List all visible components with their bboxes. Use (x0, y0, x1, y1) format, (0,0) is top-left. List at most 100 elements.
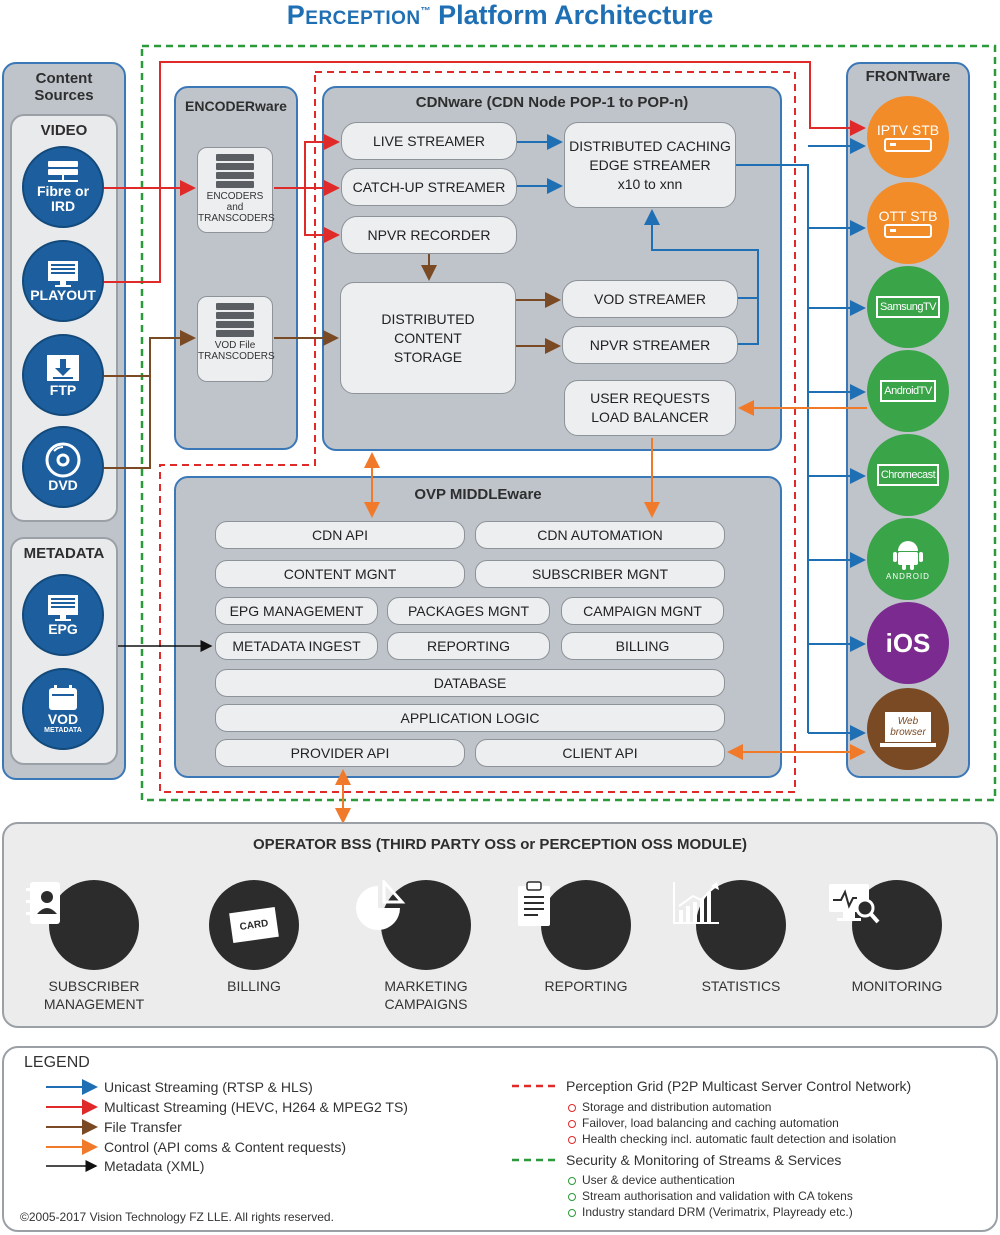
monitor-search-icon (829, 880, 942, 970)
android-icon (893, 540, 923, 570)
epg-source[interactable]: EPG (22, 574, 104, 656)
dvd-source[interactable]: DVD (22, 426, 104, 508)
user-requests-load-balancer[interactable]: USER REQUESTS LOAD BALANCER (564, 380, 736, 436)
legend-multicast: Multicast Streaming (HEVC, H264 & MPEG2 … (104, 1099, 408, 1115)
frontware-title: FRONTware (865, 68, 951, 85)
legend-grid-item: Health checking incl. automatic fault de… (568, 1132, 896, 1146)
subscriber-mgnt[interactable]: SUBSCRIBER MGNT (475, 560, 725, 588)
tv-icon: Chromecast (876, 464, 940, 486)
tv-icon: SamsungTV (875, 296, 941, 318)
provider-api[interactable]: PROVIDER API (215, 739, 465, 767)
bss-title: OPERATOR BSS (THIRD PARTY OSS or PERCEPT… (253, 836, 747, 853)
bss-statistics[interactable]: STATISTICS (671, 880, 811, 995)
application-logic[interactable]: APPLICATION LOGIC (215, 704, 725, 732)
pie-chart-icon (356, 880, 471, 970)
bss-reporting[interactable]: REPORTING (516, 880, 656, 995)
legend-control: Control (API coms & Content requests) (104, 1139, 346, 1155)
legend-security: Security & Monitoring of Streams & Servi… (566, 1152, 842, 1168)
legend-file-transfer: File Transfer (104, 1119, 182, 1135)
metadata-ingest[interactable]: METADATA INGEST (215, 632, 378, 660)
unicast-lines (517, 134, 866, 741)
cdnware-title: CDNware (CDN Node POP-1 to POP-n) (415, 94, 689, 111)
monitor-icon (48, 594, 78, 621)
clipboard-icon (518, 880, 631, 970)
bss-monitoring[interactable]: MONITORING (827, 880, 967, 995)
bar-chart-icon (673, 880, 786, 970)
playout-source[interactable]: PLAYOUT (22, 240, 104, 322)
contact-book-icon (26, 880, 139, 970)
catchup-streamer[interactable]: CATCH-UP STREAMER (341, 168, 517, 206)
legend-title: LEGEND (24, 1054, 90, 1071)
vod-streamer[interactable]: VOD STREAMER (562, 280, 738, 318)
legend-panel (2, 1046, 998, 1232)
metadata-label: METADATA (23, 545, 105, 562)
vod-metadata-source[interactable]: VOD METADATA (22, 668, 104, 750)
legend-grid-item: Storage and distribution automation (568, 1100, 771, 1114)
download-icon (47, 354, 79, 381)
legend-perception-grid: Perception Grid (P2P Multicast Server Co… (566, 1078, 912, 1094)
reporting[interactable]: REPORTING (387, 632, 550, 660)
multicast-lines (104, 61, 866, 283)
server-rack-icon (216, 303, 254, 337)
legend-unicast: Unicast Streaming (RTSP & HLS) (104, 1079, 313, 1095)
operator-bss-panel (2, 822, 998, 1028)
middleware-title: OVP MIDDLEware (414, 486, 542, 503)
android-device[interactable]: ANDROID (867, 518, 949, 600)
live-streamer[interactable]: LIVE STREAMER (341, 122, 517, 160)
packages-mgnt[interactable]: PACKAGES MGNT (387, 597, 550, 625)
epg-management[interactable]: EPG MANAGEMENT (215, 597, 378, 625)
server-icon (48, 161, 78, 182)
encoders-transcoders[interactable]: ENCODERS and TRANSCODERS (197, 147, 275, 233)
iptv-stb-device[interactable]: IPTV STB (867, 96, 949, 178)
samsung-tv-device[interactable]: SamsungTV (867, 266, 949, 348)
monitor-icon (48, 260, 78, 287)
page-title: Perception™ Platform Architecture (286, 0, 714, 30)
security-boundary (140, 44, 997, 802)
video-label: VIDEO (40, 122, 88, 139)
legend-grid-item: Failover, load balancing and caching aut… (568, 1116, 839, 1130)
npvr-recorder[interactable]: NPVR RECORDER (341, 216, 517, 254)
calendar-icon (49, 684, 77, 710)
tv-icon: AndroidTV (880, 380, 936, 402)
distributed-caching-edge-streamer[interactable]: DISTRIBUTED CACHING EDGE STREAMER x10 to… (564, 122, 736, 208)
legend-metadata: Metadata (XML) (104, 1158, 205, 1174)
legend-security-item: Industry standard DRM (Verimatrix, Playr… (568, 1205, 853, 1219)
cdn-automation[interactable]: CDN AUTOMATION (475, 521, 725, 549)
content-sources-title: Content Sources (34, 70, 94, 104)
fibre-ird-source[interactable]: Fibre or IRD (22, 146, 104, 228)
web-browser-device[interactable]: Web browser (867, 688, 949, 770)
ios-device[interactable]: iOS (867, 602, 949, 684)
ios-icon: iOS (885, 627, 931, 658)
legend-security-item: User & device authentication (568, 1173, 735, 1187)
database[interactable]: DATABASE (215, 669, 725, 697)
card-icon: CARD (209, 880, 299, 970)
npvr-streamer[interactable]: NPVR STREAMER (562, 326, 738, 364)
android-tv-device[interactable]: AndroidTV (867, 350, 949, 432)
cdn-api[interactable]: CDN API (215, 521, 465, 549)
file-transfer-lines (104, 254, 561, 469)
copyright-text: ©2005-2017 Vision Technology FZ LLE. All… (20, 1210, 334, 1224)
content-mgnt[interactable]: CONTENT MGNT (215, 560, 465, 588)
billing[interactable]: BILLING (561, 632, 724, 660)
encoderware-panel (174, 86, 298, 450)
client-api[interactable]: CLIENT API (475, 739, 725, 767)
distributed-content-storage[interactable]: DISTRIBUTED CONTENT STORAGE (340, 282, 516, 394)
campaign-mgnt[interactable]: CAMPAIGN MGNT (561, 597, 724, 625)
vod-file-transcoders[interactable]: VOD File TRANSCODERS (197, 296, 275, 382)
ftp-source[interactable]: FTP (22, 334, 104, 416)
disc-icon (45, 442, 81, 477)
stb-icon (884, 224, 932, 238)
legend-security-item: Stream authorisation and validation with… (568, 1189, 853, 1203)
control-lines (335, 400, 867, 824)
stb-icon (884, 138, 932, 152)
server-rack-icon (216, 154, 254, 188)
ott-stb-device[interactable]: OTT STB (867, 182, 949, 264)
encoderware-title: ENCODERware (185, 98, 287, 114)
bss-billing[interactable]: CARD BILLING (184, 880, 324, 995)
chromecast-device[interactable]: Chromecast (867, 434, 949, 516)
